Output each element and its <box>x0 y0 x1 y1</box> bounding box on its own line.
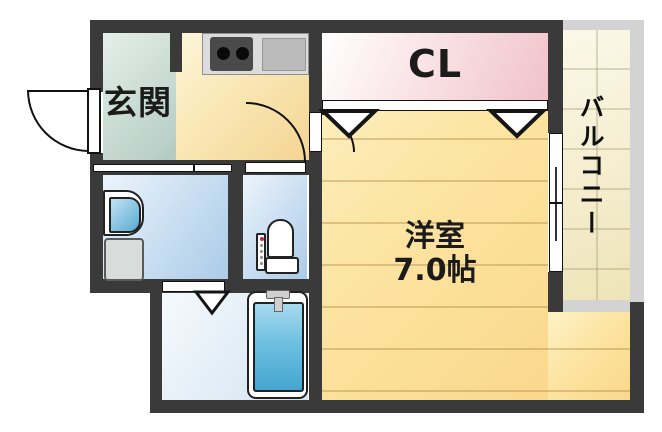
closet-label: CL <box>407 42 463 86</box>
panel-power-dot <box>259 237 264 241</box>
balcony-floor <box>563 30 630 302</box>
balcony-tile-line <box>563 188 630 190</box>
wall-top <box>90 20 563 33</box>
balcony-parapet-top <box>563 20 644 30</box>
balcony-parapet-bottom <box>563 300 630 312</box>
bath-door-track-icon <box>162 281 225 292</box>
vanity-bowl <box>109 197 141 233</box>
wall-washroom-outer-bottom <box>90 279 162 293</box>
window-sash-line-upper <box>555 167 557 202</box>
panel-button-dot <box>260 262 263 265</box>
sliding-door-washroom-icon <box>93 164 232 172</box>
floor-plank-line <box>322 180 548 182</box>
entry-door-swing-icon <box>27 90 89 152</box>
panel-button-dot <box>260 250 263 253</box>
toilet-bowl-icon <box>267 219 294 258</box>
balcony-tile-line <box>563 68 630 70</box>
wall-below-window <box>548 272 563 312</box>
sliding-window-icon <box>549 133 563 272</box>
floor-plank-line <box>322 138 548 140</box>
panel-button-dot <box>260 244 263 247</box>
balcony-tile-line <box>563 108 630 110</box>
room-door-leaf-icon <box>309 112 322 152</box>
wall-closet-right <box>548 20 563 133</box>
wall-bathroom-left <box>150 279 162 413</box>
western-room-floor-extension <box>548 312 630 400</box>
panel-button-dot <box>260 256 263 259</box>
wall-left-upper <box>90 20 103 92</box>
kitchen-sink-icon <box>262 38 306 71</box>
room-name: 洋室 <box>405 219 465 254</box>
stove-burner-icon <box>236 47 249 60</box>
wall-left-lower <box>90 153 103 293</box>
genkan-floor <box>103 33 176 163</box>
wall-genkan-kitchen-stub <box>170 33 182 72</box>
western-room-label: 洋室 7.0帖 <box>322 220 548 287</box>
washing-machine-icon <box>104 238 144 281</box>
window-center-rail <box>550 202 562 204</box>
balcony-label: バルコニー <box>576 94 605 239</box>
balcony-tile-line <box>563 268 630 270</box>
balcony-tile-line <box>596 30 598 302</box>
floor-plank-line <box>322 222 548 224</box>
sliding-door-divider <box>193 164 195 172</box>
room-size: 7.0帖 <box>393 252 477 288</box>
stove-burner-icon <box>217 47 230 60</box>
kitchen-stove-icon <box>210 37 253 71</box>
bath-faucet-stem <box>274 297 283 312</box>
closet-door-track-icon <box>322 100 548 111</box>
floor-plank-line <box>322 348 630 350</box>
toilet-control-panel-icon <box>256 233 266 271</box>
wall-washroom-toilet <box>228 160 243 293</box>
wall-center-lower <box>309 152 322 400</box>
vanity-basin-icon <box>103 190 144 236</box>
floor-plank-line <box>322 390 630 392</box>
wall-center-upper <box>309 33 322 112</box>
genkan-label: 玄関 <box>104 83 172 122</box>
window-sash-line-lower <box>555 204 557 241</box>
toilet-door-leaf-icon <box>245 162 306 173</box>
wall-right-lower <box>630 302 644 413</box>
bathtub-icon <box>247 290 308 399</box>
floor-plank-line <box>322 306 548 308</box>
balcony-tile-line <box>563 228 630 230</box>
toilet-tank-icon <box>265 257 299 274</box>
bathtub-water <box>253 302 304 392</box>
balcony-parapet-right <box>630 20 644 302</box>
entry-door-leaf-icon <box>87 88 101 154</box>
closet-area <box>322 32 548 100</box>
wall-bottom <box>150 400 644 413</box>
balcony-tile-line <box>563 148 630 150</box>
floor-plank-line <box>322 264 548 266</box>
